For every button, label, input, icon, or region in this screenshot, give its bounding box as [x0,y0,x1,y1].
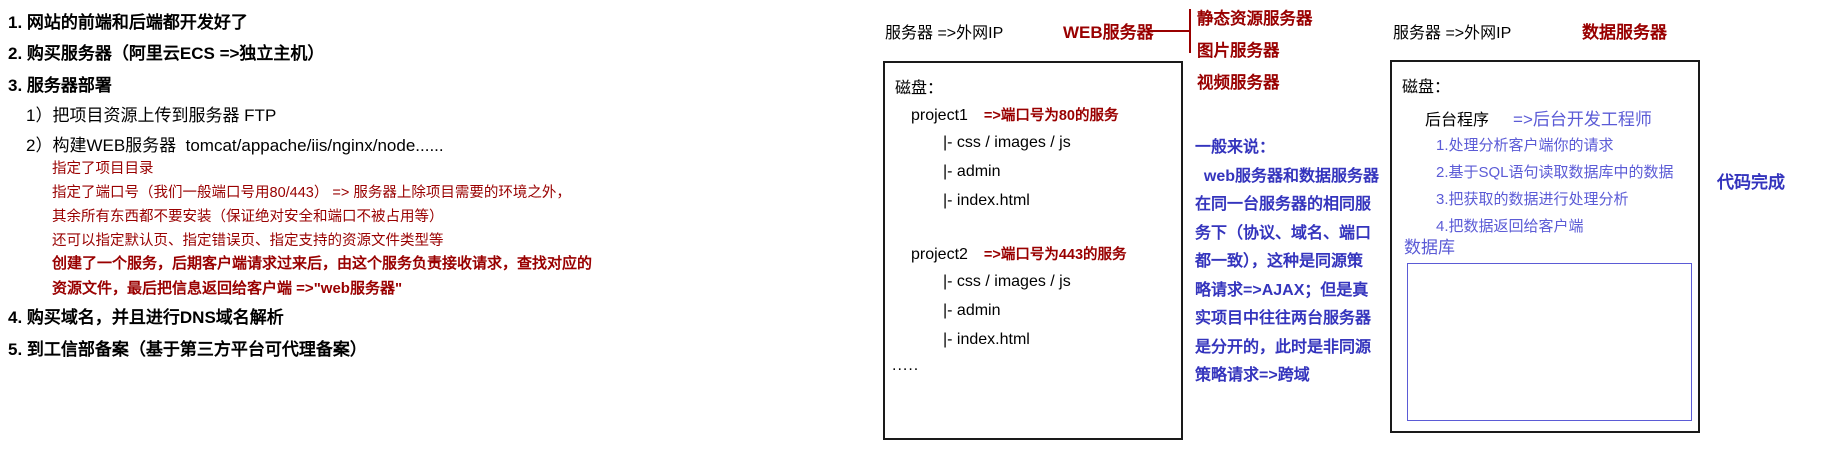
note-line: web服务器和数据服务器 [1195,167,1380,185]
branch-connector-vertical [1189,9,1191,53]
red-note-2: 指定了端口号（我们一般端口号用80/443） => 服务器上除项目需要的环境之外… [52,185,571,201]
data-server-header: 服务器 =>外网IP [1393,25,1512,42]
outline-item-3: 3. 服务器部署 [8,76,112,95]
note-line: 略请求=>AJAX；但是真 [1195,281,1369,299]
project1-file-index: |- index.html [943,192,1030,209]
note-line: 在同一台服务器的相同服 [1195,196,1372,213]
backend-step-3: 3.把获取的数据进行处理分析 [1436,191,1629,208]
outline-item-2: 2. 购买服务器（阿里云ECS =>独立主机） [8,44,325,63]
outline-item-5: 5. 到工信部备案（基于第三方平台可代理备案） [8,340,367,359]
backend-step-4: 4.把数据返回给客户端 [1436,218,1584,235]
data-server-disk-box: 磁盘： 后台程序 =>后台开发工程师 1.处理分析客户端你的请求 2.基于SQL语… [1390,60,1700,433]
backend-program-line: 后台程序 =>后台开发工程师 [1425,105,1652,130]
project1-file-admin: |- admin [943,163,1001,180]
note-line: 务下（协议、域名、端口 [1195,224,1372,242]
web-server-title: WEB服务器 [1063,23,1154,42]
outline-item-4: 4. 购买域名，并且进行DNS域名解析 [8,308,284,327]
note-line: 一般来说： [1195,139,1276,156]
project1-port-note: =>端口号为80的服务 [983,108,1119,124]
same-origin-note: 一般来说： web服务器和数据服务器 在同一台服务器的相同服 务下（协议、域名、… [1195,134,1400,391]
web-server-disk-box: 磁盘： project1 =>端口号为80的服务 |- css / images … [883,61,1183,440]
data-server-title: 数据服务器 [1582,23,1667,42]
database-label: 数据库 [1404,238,1455,257]
database-box [1407,263,1692,421]
red-note-bold-2: 资源文件，最后把信息返回给客户端 =>"web服务器" [52,280,403,297]
note-line: 是分开的，此时是非同源 [1195,338,1372,356]
red-note-bold-1: 创建了一个服务，后期客户端请求过来后，由这个服务负责接收请求，查找对应的 [52,255,593,272]
project2-file-index: |- index.html [943,331,1030,348]
web-server-header: 服务器 =>外网IP [885,25,1004,42]
disk-label: 磁盘： [895,80,944,97]
project2-file-admin: |- admin [943,302,1001,319]
project1-file-css: |- css / images / js [943,134,1071,151]
project2-port-note: =>端口号为443的服务 [983,247,1127,263]
branch-connector-horizontal [1148,30,1189,32]
backend-step-1: 1.处理分析客户端你的请求 [1436,137,1614,154]
red-note-4: 还可以指定默认页、指定错误页、指定支持的资源文件类型等 [52,233,444,249]
code-done-note: 代码完成 [1717,173,1785,192]
outline-item-1: 1. 网站的前端和后端都开发好了 [8,13,248,32]
branch-label-image-server: 图片服务器 [1197,42,1280,60]
backend-step-2: 2.基于SQL语句读取数据库中的数据 [1436,164,1674,181]
project1-name: project1 [911,107,968,124]
disk-label: 磁盘： [1402,79,1451,96]
branch-label-video-server: 视频服务器 [1197,74,1280,92]
outline-subitem-2: 2）构建WEB服务器 tomcat/appache/iis/nginx/node… [26,136,444,155]
project2-file-css: |- css / images / js [943,273,1071,290]
backend-program-name: 后台程序 [1425,112,1490,129]
outline-subitem-1: 1）把项目资源上传到服务器 FTP [26,106,277,125]
red-note-1: 指定了项目目录 [52,161,154,177]
red-note-3: 其余所有东西都不要安装（保证绝对安全和端口不被占用等） [52,209,444,225]
note-line: 实项目中往往两台服务器 [1195,310,1372,327]
project2-line: project2 =>端口号为443的服务 [911,243,1127,264]
branch-label-static-resource-server: 静态资源服务器 [1197,10,1313,28]
note-line: 都一致），这种是同源策 [1195,253,1364,270]
note-line: 策略请求=>跨域 [1195,367,1310,384]
disk-ellipsis: ..... [892,357,920,374]
project2-name: project2 [911,246,968,263]
project1-line: project1 =>端口号为80的服务 [911,104,1119,125]
backend-program-note: =>后台开发工程师 [1513,110,1652,129]
